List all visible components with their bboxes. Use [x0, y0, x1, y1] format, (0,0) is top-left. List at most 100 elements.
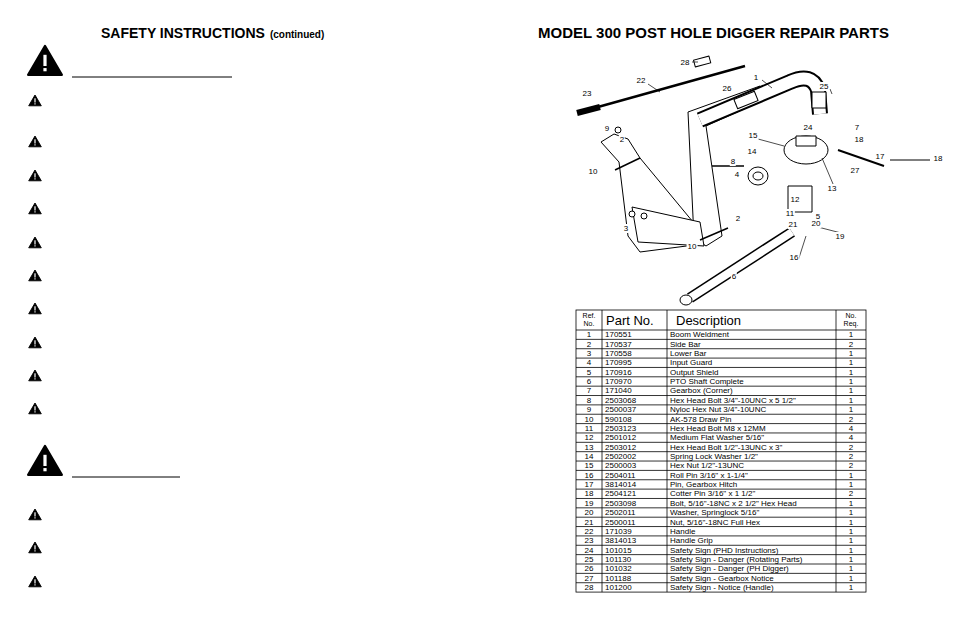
warning-triangle [29, 136, 42, 147]
table-header: No. Req. [839, 312, 863, 328]
drawing-line [29, 203, 42, 214]
table-cell: 101130 [605, 555, 631, 564]
section-subheading: (continued) [270, 29, 324, 41]
table-cell: 1 [849, 499, 853, 508]
nut [629, 211, 635, 217]
table-cell: Hex Head Bolt 1/2"-13UNC x 3" [670, 443, 782, 452]
table-cell: Safety Sign - Danger (Rotating Parts) [670, 555, 803, 564]
input-guard-rim [753, 172, 763, 180]
table-cell: AK-578 Draw Pin [670, 415, 731, 424]
warning-triangle [29, 170, 42, 181]
table-cell: 1 [849, 546, 853, 555]
table-cell: Bolt, 5/16"-18NC x 2 1/2" Hex Head [670, 499, 797, 508]
table-cell: Safety Sign - Gearbox Notice [670, 574, 774, 583]
table-cell: 3814014 [605, 480, 636, 489]
drawing-line [29, 403, 42, 414]
callout-number: 10 [588, 167, 599, 176]
warning-mark [34, 406, 35, 410]
table-cell: 1 [849, 518, 853, 527]
drawing-line [648, 84, 660, 92]
warning-mark [34, 139, 35, 143]
table-cell: 1 [849, 330, 853, 339]
warning-triangle [29, 509, 42, 520]
boom-outline [700, 78, 820, 120]
callout-number: 10 [687, 242, 698, 251]
callout-number: 6 [731, 272, 737, 281]
warning-mark [34, 278, 35, 279]
table-cell: 1 [849, 480, 853, 489]
table-cell: 18 [585, 489, 594, 498]
warning-mark [34, 584, 35, 585]
drawing-line [28, 46, 62, 75]
warning-mark [34, 245, 35, 246]
drawing-line [758, 139, 784, 146]
table-cell: 1 [849, 574, 853, 583]
table-cell: 2 [849, 415, 853, 424]
gearbox-top [796, 136, 816, 146]
table-cell: 2 [849, 452, 853, 461]
warning-triangle [28, 46, 62, 75]
callout-number: 13 [827, 184, 838, 193]
callout-number: 17 [875, 152, 886, 161]
table-header: Ref. No. [577, 312, 601, 328]
warning-mark [34, 340, 35, 344]
warning-mark [34, 378, 35, 379]
drawing-line [692, 62, 698, 63]
table-cell: Spring Lock Washer 1/2" [670, 452, 758, 461]
table-cell: 19 [585, 499, 594, 508]
callout-number: 21 [788, 220, 799, 229]
table-cell: 2502011 [605, 508, 636, 517]
table-cell: Hex Head Bolt M8 x 12MM [670, 424, 766, 433]
callout-number: 1 [753, 73, 759, 82]
table-cell: 2504011 [605, 471, 636, 480]
table-cell: 28 [585, 583, 594, 592]
drawing-line [576, 310, 866, 592]
table-cell: Handle Grip [670, 536, 713, 545]
callout-number: 2 [619, 135, 625, 144]
warning-mark [34, 373, 35, 377]
table-cell: 1 [849, 358, 853, 367]
table-cell: 2501012 [605, 433, 636, 442]
callout-number: 11 [785, 209, 795, 218]
table-cell: 171040 [605, 386, 632, 395]
table-cell: 2504121 [605, 489, 636, 498]
table-cell: 26 [585, 564, 594, 573]
table-cell: 9 [587, 405, 591, 414]
callout-number: 12 [790, 195, 801, 204]
handle-grip [577, 107, 600, 113]
table-cell: 17 [585, 480, 594, 489]
warning-triangle [29, 237, 42, 248]
table-cell: 10 [585, 415, 594, 424]
warning-mark [34, 98, 35, 102]
section-heading: SAFETY INSTRUCTIONS [101, 25, 265, 42]
table-cell: 170537 [605, 340, 632, 349]
table-cell: 2 [849, 340, 853, 349]
lower-bar-plate [632, 207, 704, 246]
danger-sign [734, 91, 758, 109]
callout-number: 22 [636, 76, 647, 85]
callout-number: 26 [722, 84, 733, 93]
warning-triangle [29, 337, 42, 348]
warning-mark [34, 206, 35, 210]
draw-pin [700, 228, 728, 240]
table-cell: Nyloc Hex Nut 3/4"-10UNC [670, 405, 766, 414]
table-cell: Safety Sign - Notice (Handle) [670, 583, 774, 592]
parts-table-grid [576, 310, 866, 592]
table-cell: Gearbox (Corner) [670, 386, 733, 395]
drawing-line [29, 303, 42, 314]
pto-shaft-body [690, 232, 792, 298]
input-guard [748, 167, 768, 185]
drawing-line [29, 170, 42, 181]
page-title: MODEL 300 POST HOLE DIGGER REPAIR PARTS [538, 24, 889, 42]
table-cell: 1 [849, 368, 853, 377]
table-cell: Output Shield [670, 368, 718, 377]
warning-mark [34, 173, 35, 177]
drawing-line [29, 576, 42, 587]
drawing-line [830, 89, 832, 94]
callout-number: 7 [854, 123, 860, 132]
callout-number: 9 [604, 124, 610, 133]
warning-mark [34, 517, 35, 518]
table-cell: 101032 [605, 564, 632, 573]
